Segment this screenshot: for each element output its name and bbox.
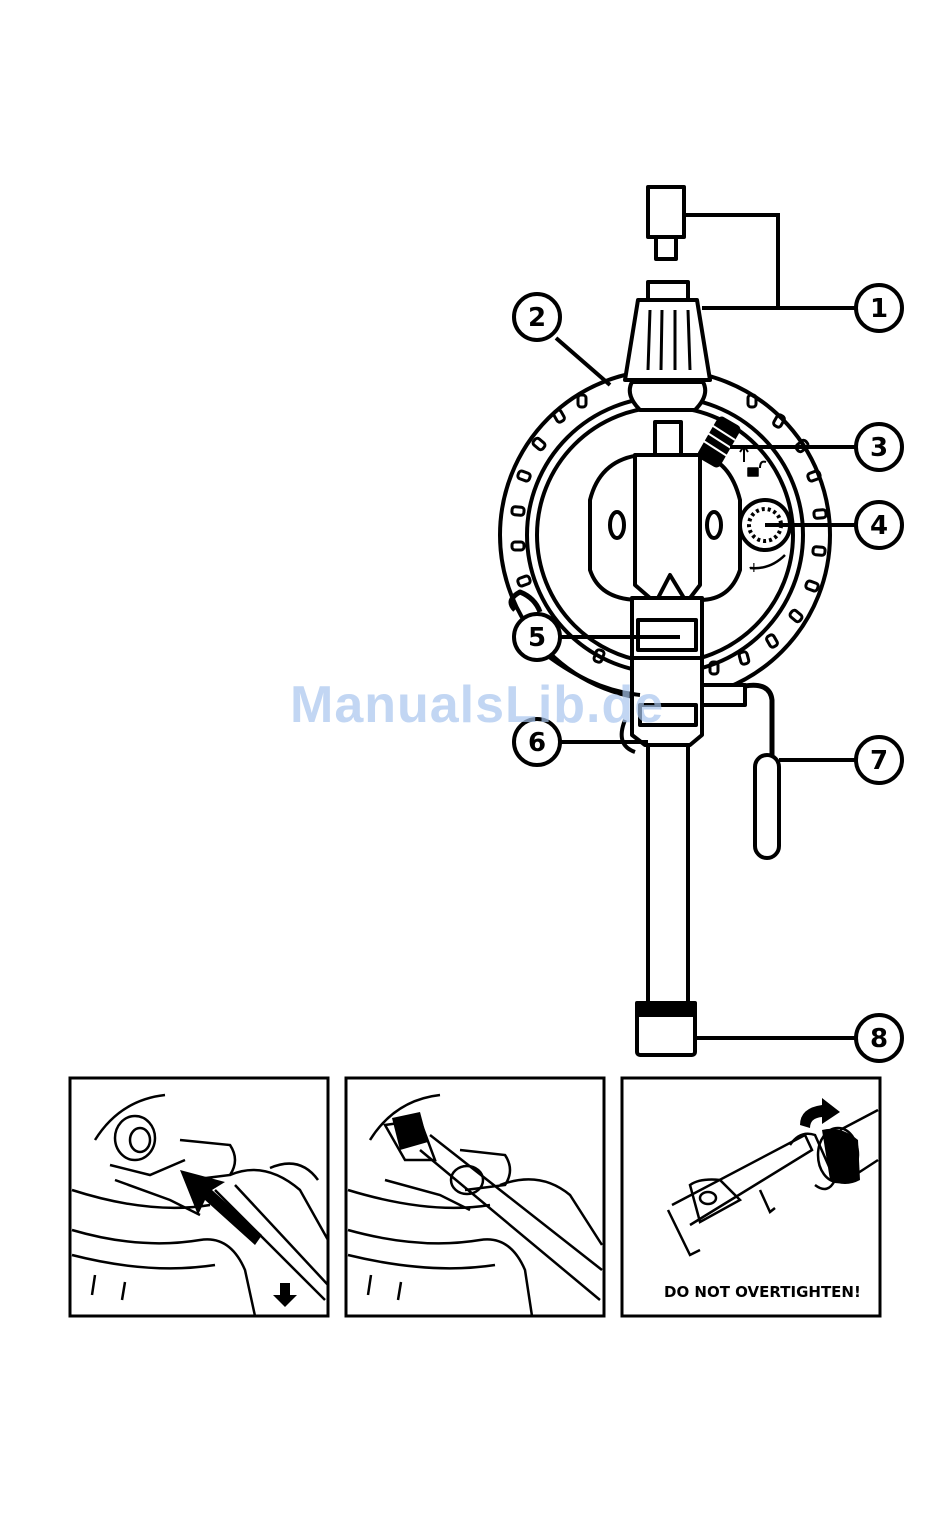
watermark: ManualsLib.de <box>290 675 664 735</box>
lock-open-icon <box>748 468 758 476</box>
panel-3-tighten: DO NOT OVERTIGHTEN! <box>622 1078 880 1316</box>
callout-4: 4 <box>856 502 902 548</box>
headshell-knurl <box>625 300 710 380</box>
panel-1-insert-arm <box>70 1078 328 1316</box>
cue-lever-arm <box>702 685 745 705</box>
callout-2-label: 2 <box>528 303 546 333</box>
callout-1-label: 1 <box>870 294 888 324</box>
arm-tube <box>648 735 688 1005</box>
warning-text: DO NOT OVERTIGHTEN! <box>664 1283 861 1301</box>
cartridge-stub <box>648 187 684 237</box>
callout-7-label: 7 <box>870 746 888 776</box>
svg-text:+: + <box>748 560 760 576</box>
left-slot <box>610 512 624 538</box>
callout-7: 7 <box>856 737 902 783</box>
callout-5-label: 5 <box>528 623 546 653</box>
cue-lever-grip <box>755 755 779 858</box>
callout-3-label: 3 <box>870 433 888 463</box>
callout-2: 2 <box>514 294 560 340</box>
panel-2-seated-arm <box>346 1078 604 1316</box>
arm-neck <box>655 422 681 455</box>
callout-8: 8 <box>856 1015 902 1061</box>
callout-5: 5 <box>514 614 560 660</box>
callout-3: 3 <box>856 424 902 470</box>
callout-8-label: 8 <box>870 1024 888 1054</box>
callout-1: 1 <box>856 285 902 331</box>
right-slot <box>707 512 721 538</box>
headshell-cap <box>630 382 705 410</box>
callout-4-label: 4 <box>870 511 888 541</box>
